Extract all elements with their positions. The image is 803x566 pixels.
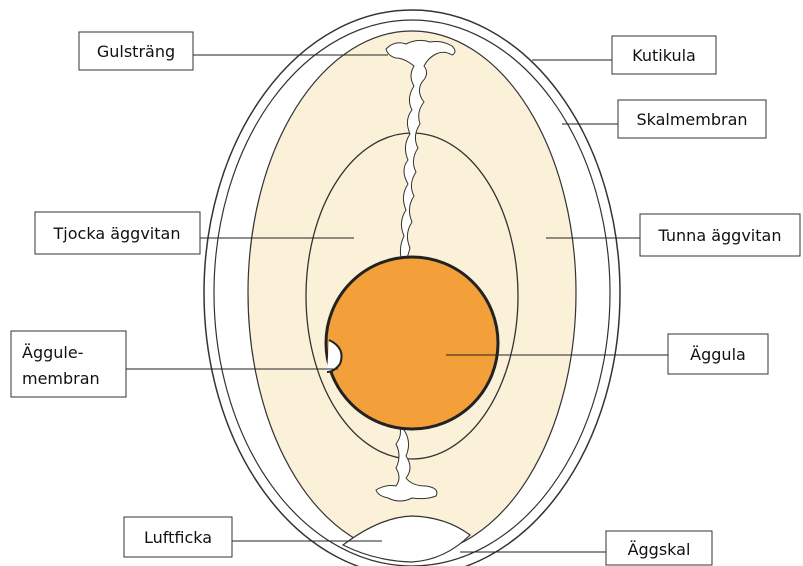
- label-tjocka-aggvitan-text: Tjocka äggvitan: [53, 224, 181, 243]
- label-aggula: Äggula: [668, 334, 768, 374]
- label-luftficka-text: Luftficka: [144, 528, 212, 547]
- label-aggulemembran-line2: membran: [22, 369, 100, 388]
- label-kutikula-text: Kutikula: [632, 46, 696, 65]
- label-tunna-aggvitan-text: Tunna äggvitan: [658, 226, 782, 245]
- label-aggulemembran: Äggule- membran: [11, 331, 126, 397]
- label-tjocka-aggvitan: Tjocka äggvitan: [35, 212, 200, 254]
- label-tunna-aggvitan: Tunna äggvitan: [640, 214, 800, 256]
- label-aggula-text: Äggula: [690, 345, 746, 364]
- label-aggulemembran-line1: Äggule-: [22, 343, 83, 362]
- label-skalmembran-text: Skalmembran: [636, 110, 747, 129]
- label-kutikula: Kutikula: [612, 36, 716, 74]
- yolk: [326, 257, 498, 429]
- label-luftficka: Luftficka: [124, 517, 232, 557]
- label-gulstrang: Gulsträng: [79, 32, 193, 70]
- label-aggskal: Äggskal: [606, 531, 712, 565]
- label-aggskal-text: Äggskal: [628, 540, 691, 559]
- label-skalmembran: Skalmembran: [618, 100, 766, 138]
- label-gulstrang-text: Gulsträng: [97, 42, 175, 61]
